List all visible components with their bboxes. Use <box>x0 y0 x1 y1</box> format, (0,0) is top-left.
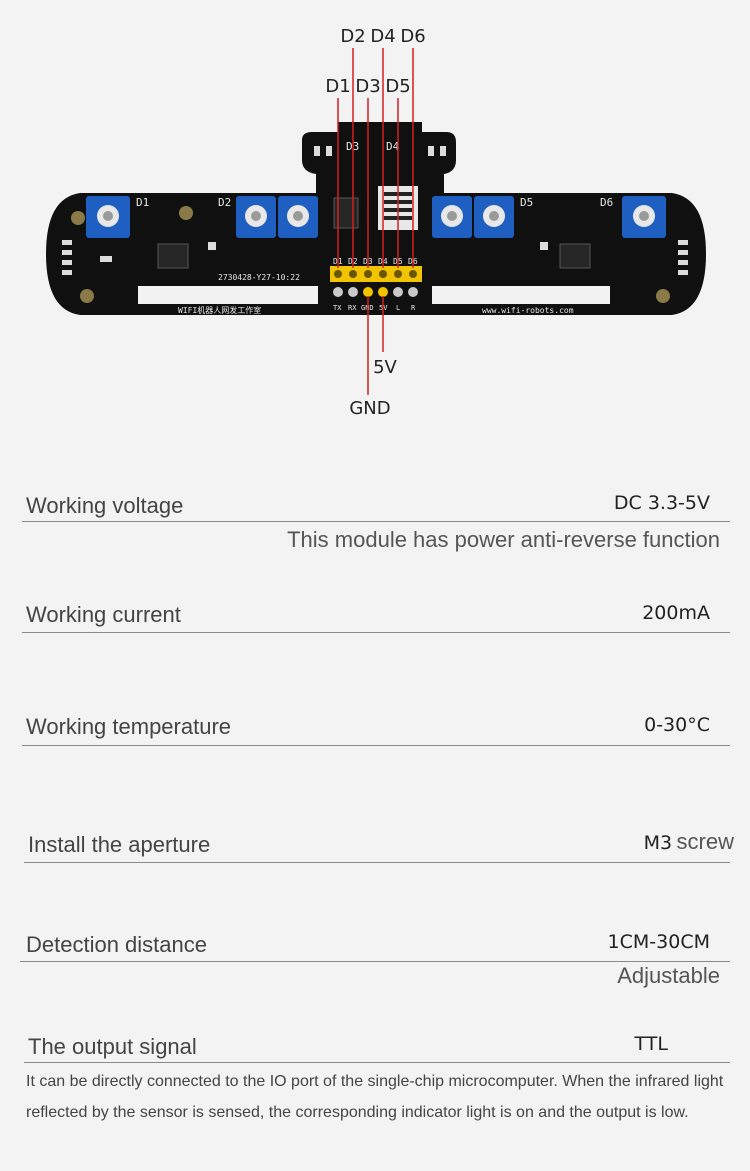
silk-d1: D1 <box>136 196 149 209</box>
silkscreen-sensor-marks: D1 D2 D3 D4 D5 D6 <box>136 140 613 209</box>
pin-label-d1: D1 <box>325 76 350 97</box>
pin-header-top <box>330 266 422 282</box>
mount-holes <box>71 206 670 303</box>
divider-aperture <box>24 862 730 863</box>
spec-note-voltage: This module has power anti-reverse funct… <box>287 527 720 552</box>
pot-4 <box>432 196 472 238</box>
divider-voltage <box>22 521 730 522</box>
pin-leader-lines <box>337 48 414 395</box>
pot-2 <box>236 196 276 238</box>
pin-callout-labels: D2 D4 D6 D1 D3 D5 5V GND <box>325 26 425 419</box>
spec-note-distance: Adjustable <box>617 963 720 988</box>
spec-value-voltage: DC 3.3-5V <box>613 492 710 514</box>
output-description: It can be directly connected to the IO p… <box>26 1073 724 1121</box>
spec-label-distance: Detection distance <box>26 932 207 957</box>
silk-h-r: R <box>411 304 416 312</box>
spec-label-voltage: Working voltage <box>26 493 184 518</box>
silk-h-l: L <box>396 304 400 312</box>
smd-components <box>62 146 688 275</box>
pin-label-d4: D4 <box>370 26 395 47</box>
pin-label-d2: D2 <box>340 26 365 47</box>
pin-label-d3: D3 <box>355 76 380 97</box>
header-pins-bottom <box>331 285 420 299</box>
pot-1 <box>86 196 130 238</box>
pot-3 <box>278 196 318 238</box>
pot-5 <box>474 196 514 238</box>
ic-chips <box>157 197 591 269</box>
spec-value-temperature: 0-30°C <box>644 714 710 736</box>
silk-d2: D2 <box>218 196 231 209</box>
spec-label-current: Working current <box>26 602 181 627</box>
silk-h-rx: RX <box>348 304 357 312</box>
pin-label-5v: 5V <box>373 357 397 378</box>
sensor-module-diagram: D1 D2 D3 D4 D5 D6 D1 D2 D3 D4 D5 D6 TX R… <box>46 26 706 419</box>
spec-value-current: 200mA <box>642 602 710 624</box>
silk-board-code: 2730428-Y27-10:22 <box>218 273 300 282</box>
header-pins-top <box>334 270 417 278</box>
pin-label-d6: D6 <box>400 26 425 47</box>
divider-current <box>22 632 730 633</box>
silk-d5: D5 <box>520 196 533 209</box>
pin-label-d5: D5 <box>385 76 410 97</box>
spec-value-output: TTL <box>634 1033 668 1055</box>
divider-output <box>24 1062 730 1063</box>
divider-distance <box>20 961 730 962</box>
silk-d4: D4 <box>386 140 400 153</box>
pcb-board <box>46 122 706 315</box>
potentiometers <box>86 196 666 238</box>
spec-value-aperture-type: screw <box>676 829 734 854</box>
silk-d6: D6 <box>600 196 613 209</box>
spec-value-aperture-size: M3 <box>643 832 673 854</box>
spec-label-temperature: Working temperature <box>26 714 232 739</box>
silk-url: www.wifi-robots.com <box>482 306 574 315</box>
divider-temperature <box>22 745 730 746</box>
label-strip-right <box>432 286 610 304</box>
spec-value-distance: 1CM-30CM <box>607 931 710 953</box>
silk-h-tx: TX <box>333 304 342 312</box>
silk-maker: WIFI机器人网发工作室 <box>178 305 261 315</box>
spec-label-output: The output signal <box>28 1034 197 1059</box>
pin-label-gnd: GND <box>349 398 390 419</box>
pot-6 <box>622 196 666 238</box>
spec-label-aperture: Install the aperture <box>28 832 211 857</box>
spec-value-aperture: M3 screw <box>644 829 734 855</box>
label-strip-left <box>138 286 318 304</box>
